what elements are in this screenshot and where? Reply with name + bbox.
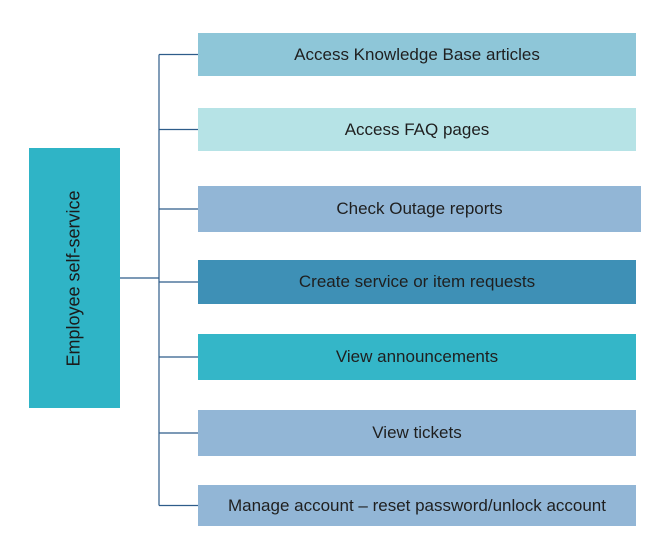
node-label: Access Knowledge Base articles	[294, 44, 540, 64]
node-access-faq: Access FAQ pages	[198, 108, 636, 151]
node-label: Create service or item requests	[298, 272, 536, 291]
node-view-announcements: View announcements	[198, 334, 636, 380]
node-label: Check Outage reports	[336, 199, 503, 218]
node-view-tickets: View tickets	[198, 410, 636, 456]
root-node: Employee self-service	[29, 148, 120, 408]
node-label: View tickets	[372, 423, 462, 442]
root-node-label: Employee self-service	[64, 189, 84, 367]
node-label: View announcements	[335, 347, 499, 366]
node-label: Manage account – reset password/unlock a…	[227, 495, 606, 515]
node-label: Access FAQ pages	[344, 119, 490, 139]
node-create-requests: Create service or item requests	[198, 260, 636, 304]
node-access-knowledge-base: Access Knowledge Base articles	[198, 33, 636, 76]
node-check-outage-reports: Check Outage reports	[198, 186, 641, 232]
node-manage-account: Manage account – reset password/unlock a…	[198, 485, 636, 526]
